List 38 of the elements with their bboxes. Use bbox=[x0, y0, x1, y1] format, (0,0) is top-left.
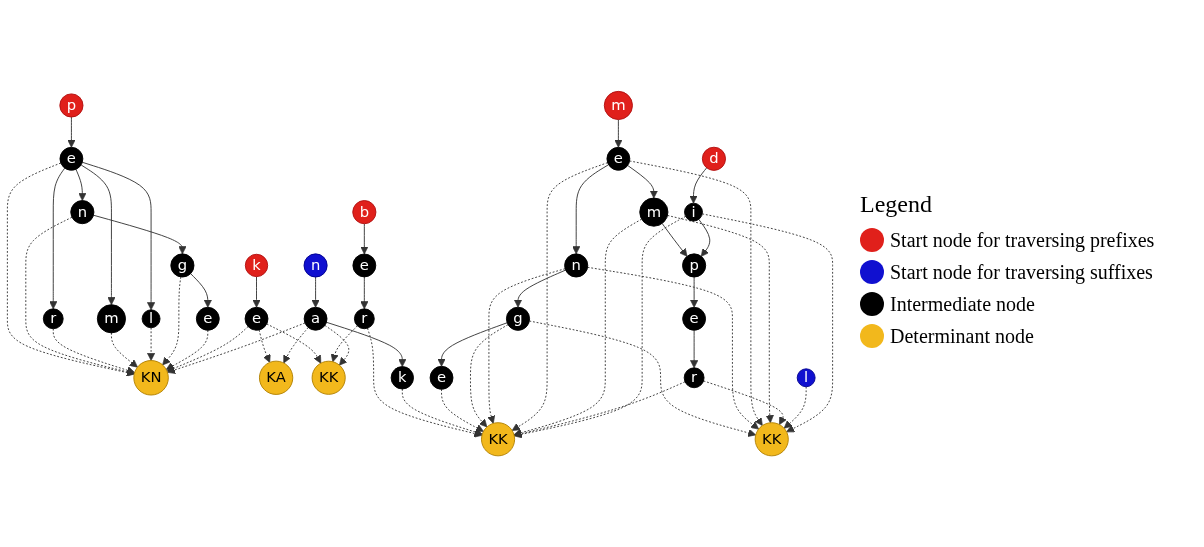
node-circle: n bbox=[564, 253, 589, 278]
node-circle: e bbox=[352, 253, 377, 278]
node-circle: m bbox=[639, 197, 669, 227]
node-circle: KK bbox=[481, 422, 516, 457]
legend-text: Start node for traversing prefixes bbox=[890, 228, 1155, 252]
legend-title: Legend bbox=[860, 191, 933, 218]
node-circle: g bbox=[505, 306, 531, 331]
node-circle: g bbox=[170, 253, 195, 278]
node-circle: KK bbox=[754, 422, 789, 457]
node-circle: k bbox=[244, 253, 269, 277]
node-circle: k bbox=[390, 366, 414, 390]
node-circle: e bbox=[682, 306, 706, 331]
legend-text: Start node for traversing suffixes bbox=[890, 260, 1153, 284]
node-circle: r bbox=[353, 308, 375, 330]
node-circle: e bbox=[606, 146, 631, 171]
node-circle: p bbox=[682, 253, 707, 278]
node-circle: p bbox=[59, 93, 84, 118]
legend-text: Determinant node bbox=[890, 324, 1034, 348]
node-circle: KN bbox=[133, 359, 169, 396]
node-circle: d bbox=[701, 146, 726, 171]
node-circle: l bbox=[796, 368, 816, 388]
node-circle: r bbox=[683, 367, 705, 389]
node-circle: e bbox=[59, 146, 84, 171]
node-circle: b bbox=[352, 199, 377, 225]
node-circle: n bbox=[70, 199, 95, 225]
node-circle: l bbox=[141, 309, 161, 329]
node-circle: m bbox=[96, 304, 126, 334]
node-circle: e bbox=[195, 306, 220, 331]
node-circle: m bbox=[603, 90, 633, 120]
node-circle: KA bbox=[259, 360, 294, 395]
legend-text: Intermediate node bbox=[890, 292, 1035, 316]
node-circle: e bbox=[429, 365, 454, 390]
node-circle: n bbox=[303, 253, 328, 278]
node-circle: e bbox=[244, 306, 269, 331]
node-circle: KK bbox=[311, 360, 346, 395]
node-circle: a bbox=[303, 306, 328, 331]
node-circle: r bbox=[42, 308, 64, 330]
node-circle: i bbox=[684, 202, 703, 222]
